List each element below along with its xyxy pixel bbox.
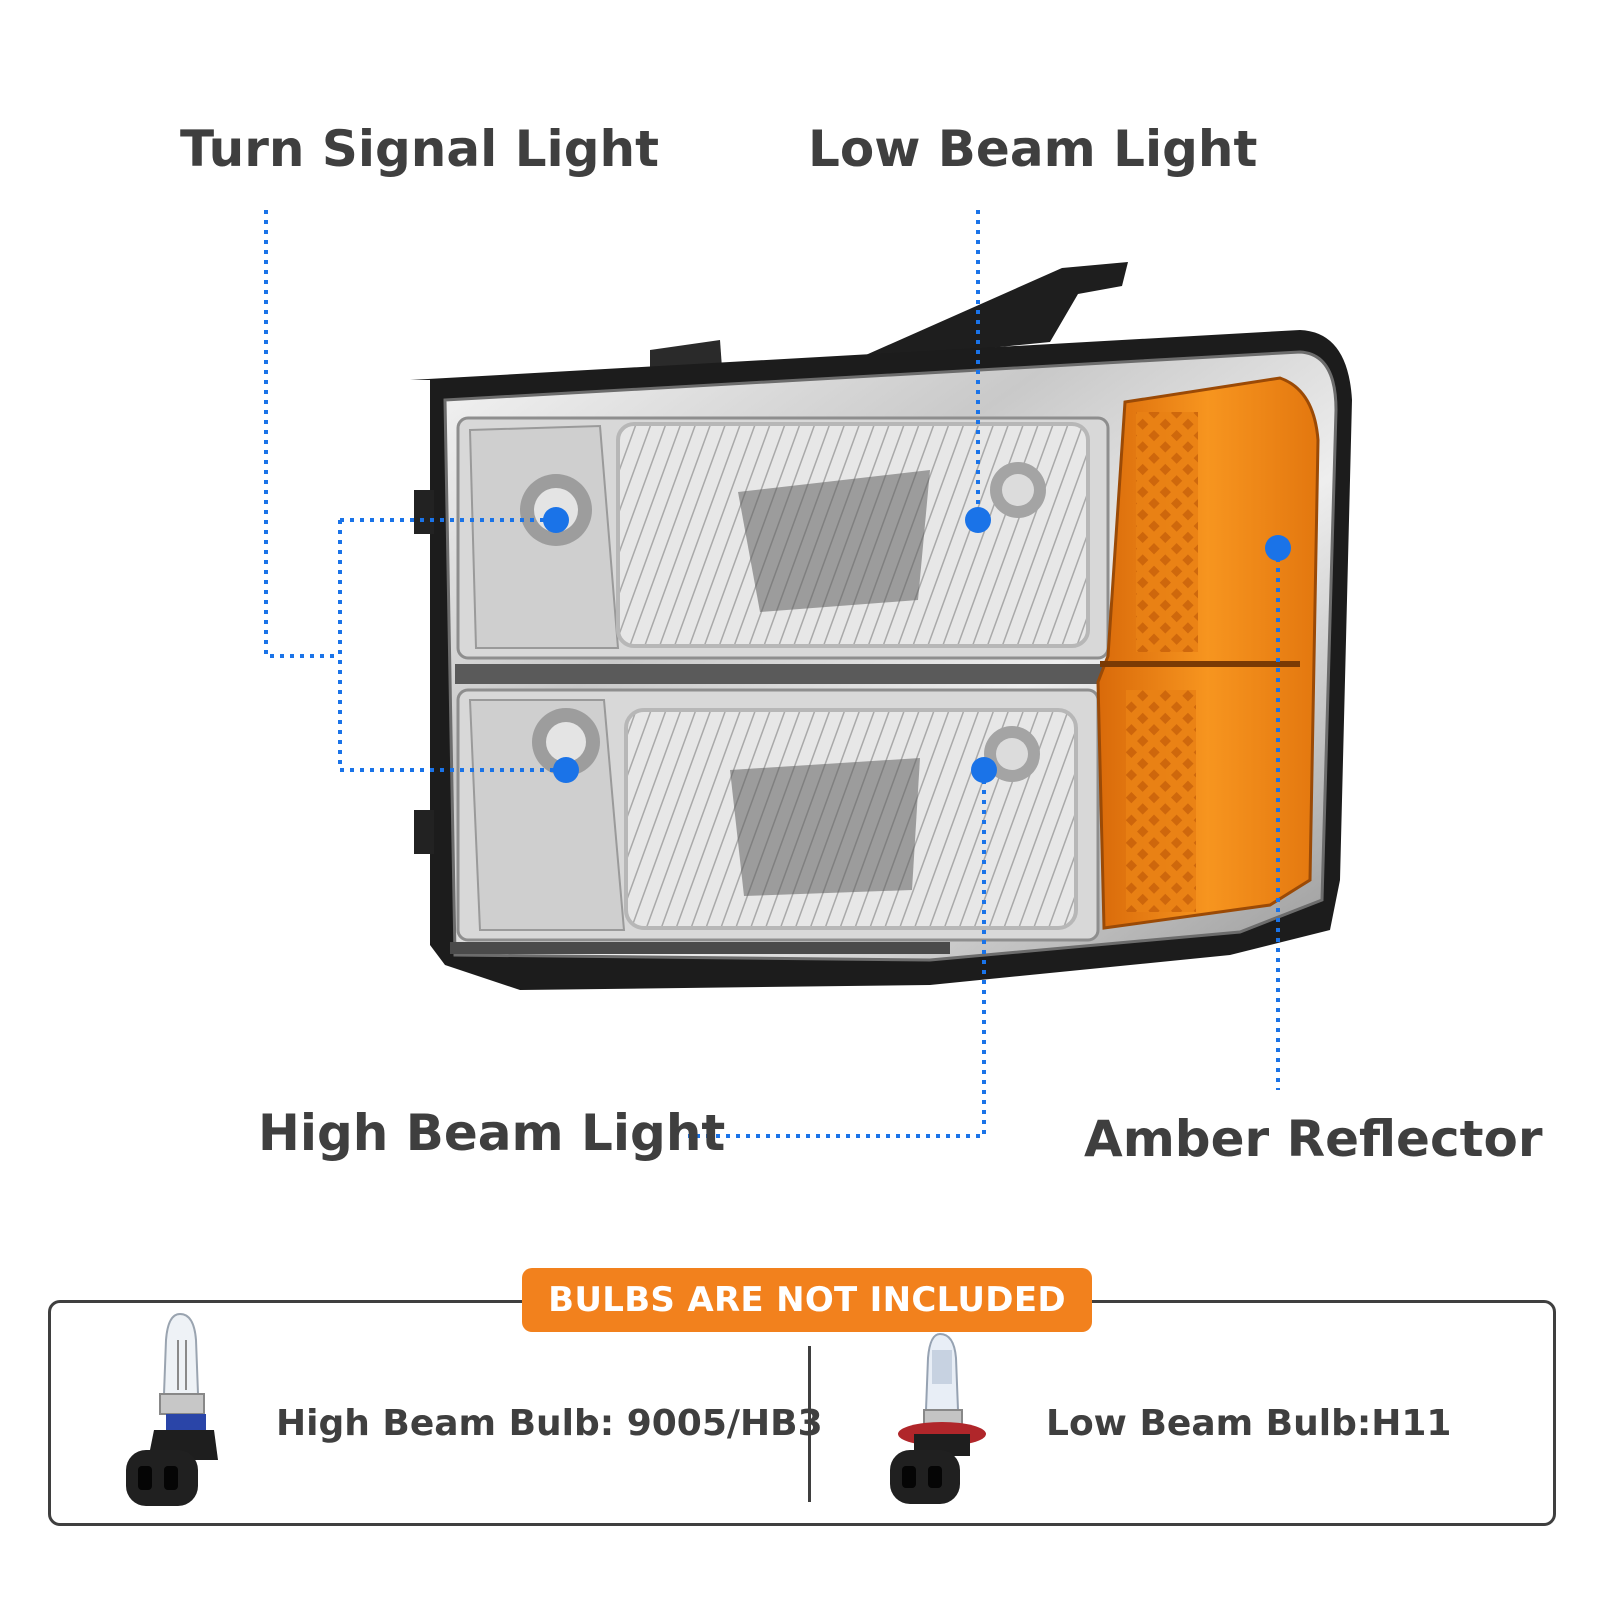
turn-signal-dot-upper xyxy=(543,507,569,533)
callout-lines xyxy=(264,210,1280,1138)
amber-reflector-label: Amber Reflector xyxy=(1084,1110,1543,1168)
amber-dot xyxy=(1265,535,1291,561)
bulbs-not-included-badge: BULBS ARE NOT INCLUDED xyxy=(522,1268,1092,1332)
turn-signal-label: Turn Signal Light xyxy=(180,120,659,178)
high-beam-bulb-spec: High Beam Bulb: 9005/HB3 xyxy=(276,1403,823,1444)
turn-signal-dot-lower xyxy=(553,757,579,783)
low-beam-bulb-spec: Low Beam Bulb:H11 xyxy=(1046,1403,1452,1444)
high-beam-dot xyxy=(971,757,997,783)
low-beam-label: Low Beam Light xyxy=(808,120,1258,178)
headlight-assembly-image xyxy=(410,262,1352,990)
callout-dots xyxy=(543,507,1291,783)
h11-bulb-icon xyxy=(890,1332,986,1504)
high-beam-label: High Beam Light xyxy=(258,1104,726,1162)
low-beam-dot xyxy=(965,507,991,533)
hb3-bulb-icon xyxy=(126,1312,218,1506)
turn-signal-leader xyxy=(264,210,340,658)
high-beam-leader xyxy=(688,770,986,1138)
bulb-divider xyxy=(808,1346,811,1502)
